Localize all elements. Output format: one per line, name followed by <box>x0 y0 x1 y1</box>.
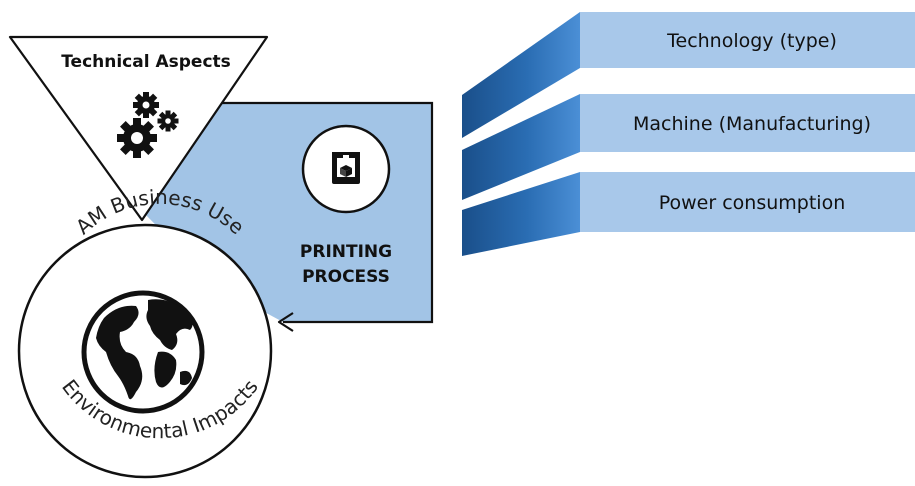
aspect-label-technology: Technology (type) <box>666 30 837 52</box>
aspect-bar-3: Power consumption <box>462 172 915 256</box>
printer-badge <box>301 124 391 214</box>
aspect-bar-2: Machine (Manufacturing) <box>462 94 915 200</box>
technical-aspects-triangle: Technical Aspects <box>8 35 269 222</box>
3d-printer-icon <box>332 152 360 184</box>
aspect-bar-1: Technology (type) <box>462 12 915 138</box>
aspect-label-power: Power consumption <box>659 192 846 214</box>
aspect-label-machine: Machine (Manufacturing) <box>633 113 871 135</box>
printing-label-line2: PROCESS <box>302 267 390 287</box>
technical-aspects-title: Technical Aspects <box>61 52 231 72</box>
printing-label-line1: PRINTING <box>300 242 392 262</box>
business-use-circle: AM Business Use Environmental Impacts <box>17 185 273 479</box>
globe-icon <box>81 290 205 414</box>
arrow-head-icon <box>277 312 294 332</box>
